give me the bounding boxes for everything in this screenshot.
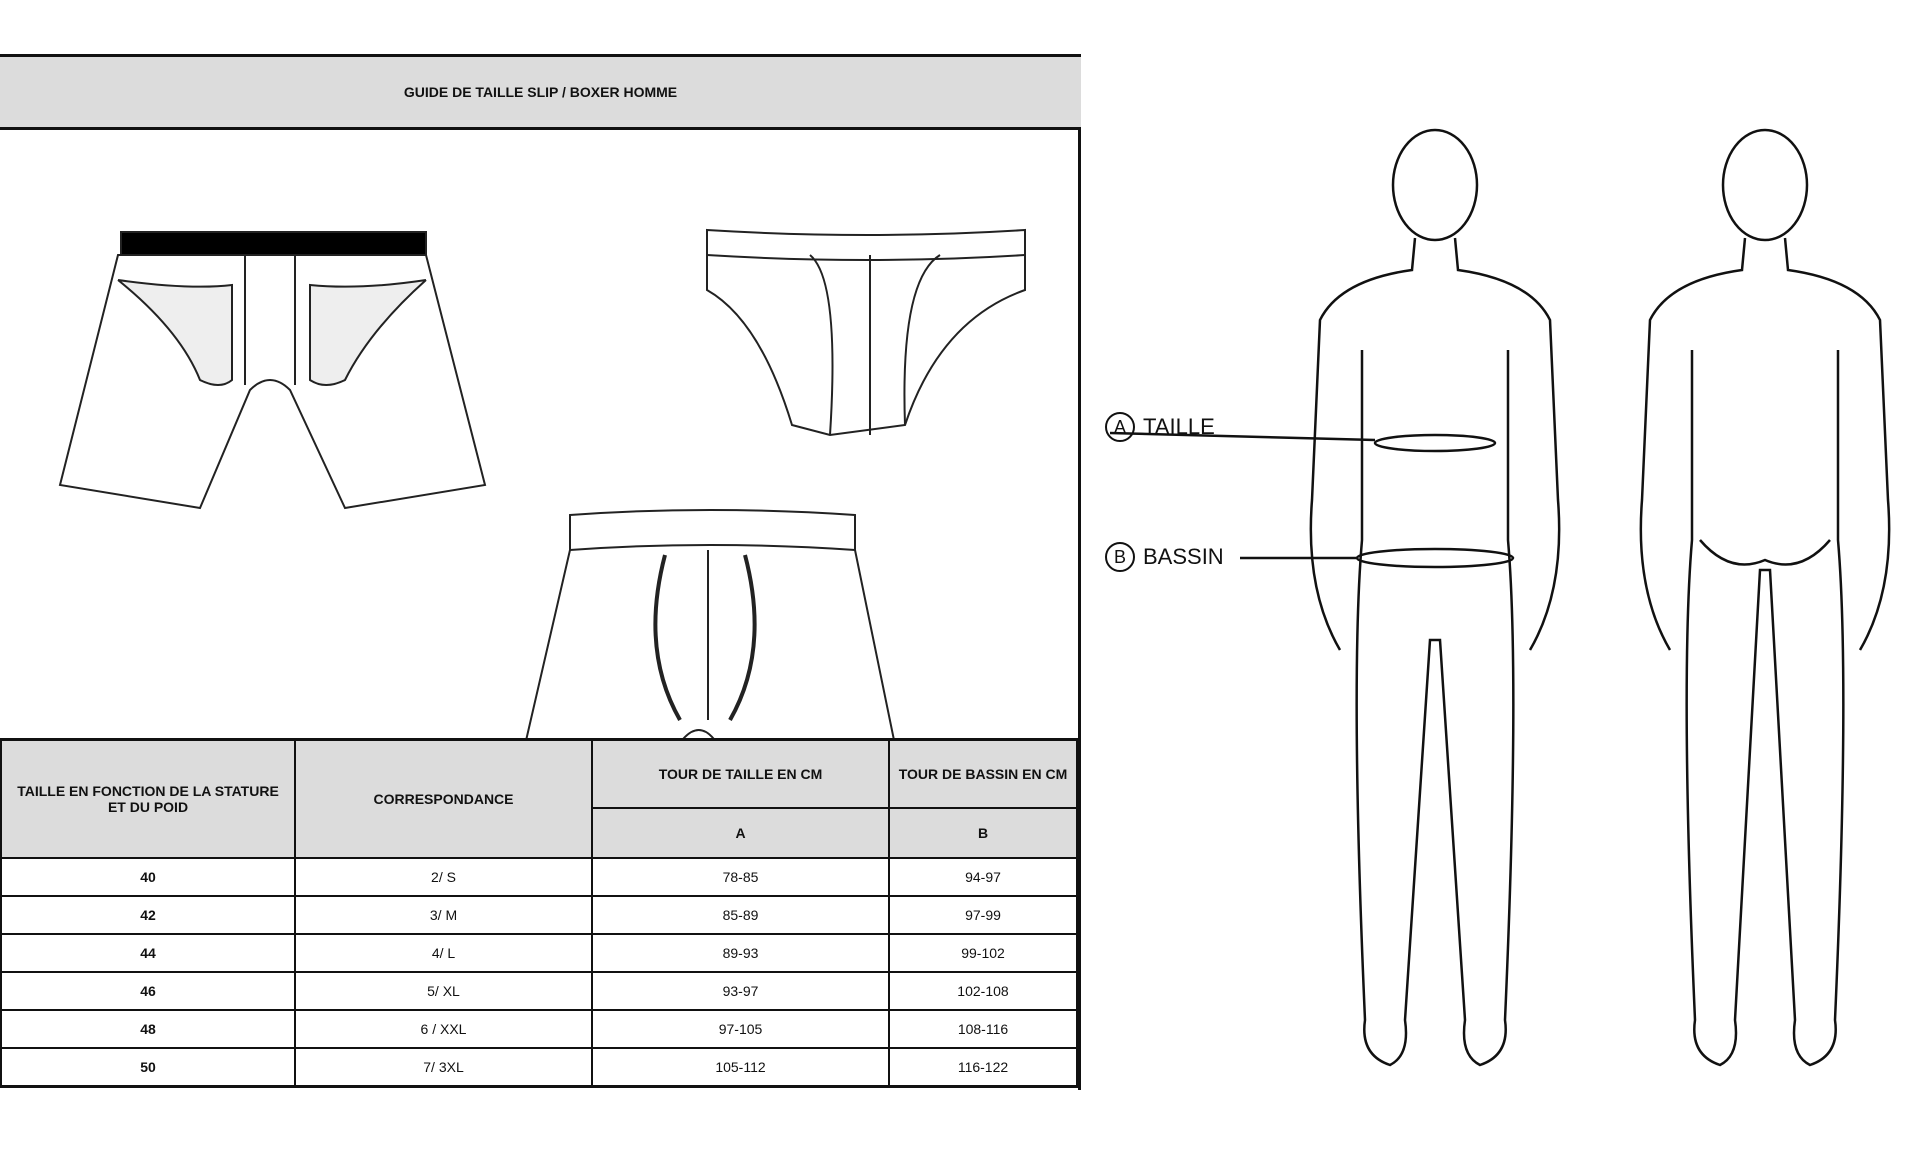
waist-key-badge: A [1105, 412, 1135, 442]
cell-size: 42 [0, 894, 296, 935]
cell-correspondance: 7/ 3XL [294, 1046, 593, 1087]
header-waist-key: A [591, 806, 890, 859]
cell-correspondance: 5/ XL [294, 970, 593, 1011]
header-hip-key: B [888, 806, 1078, 859]
header-size: TAILLE EN FONCTION DE LA STATURE ET DU P… [0, 738, 296, 859]
cell-waist: 93-97 [591, 970, 890, 1011]
brief-illustration [706, 228, 1026, 437]
cell-size: 50 [0, 1046, 296, 1087]
cell-hip: 94-97 [888, 856, 1078, 897]
boxer-illustration [523, 509, 897, 772]
cell-size: 48 [0, 1008, 296, 1049]
cell-correspondance: 2/ S [294, 856, 593, 897]
garment-drawings [0, 130, 1078, 772]
size-table: TAILLE EN FONCTION DE LA STATURE ET DU P… [0, 738, 1078, 1088]
header-hip: TOUR DE BASSIN EN CM [888, 738, 1078, 809]
cell-size: 44 [0, 932, 296, 973]
waist-label: A TAILLE [1105, 412, 1215, 442]
long-boxer-illustration [58, 231, 487, 510]
cell-hip: 99-102 [888, 932, 1078, 973]
hip-label: B BASSIN [1105, 542, 1224, 572]
cell-waist: 97-105 [591, 1008, 890, 1049]
cell-hip: 108-116 [888, 1008, 1078, 1049]
cell-waist: 89-93 [591, 932, 890, 973]
header-waist: TOUR DE TAILLE EN CM [591, 738, 890, 809]
size-guide: GUIDE DE TAILLE SLIP / BOXER HOMME [0, 54, 1081, 1090]
hip-key-badge: B [1105, 542, 1135, 572]
cell-correspondance: 6 / XXL [294, 1008, 593, 1049]
waist-label-text: TAILLE [1143, 414, 1215, 439]
cell-hip: 102-108 [888, 970, 1078, 1011]
cell-waist: 105-112 [591, 1046, 890, 1087]
hip-label-text: BASSIN [1143, 544, 1224, 569]
cell-size: 40 [0, 856, 296, 897]
guide-title: GUIDE DE TAILLE SLIP / BOXER HOMME [0, 54, 1081, 130]
back-body-illustration [1639, 128, 1891, 1067]
cell-waist: 78-85 [591, 856, 890, 897]
cell-correspondance: 3/ M [294, 894, 593, 935]
cell-waist: 85-89 [591, 894, 890, 935]
cell-hip: 116-122 [888, 1046, 1078, 1087]
front-body-illustration [1109, 128, 1561, 1067]
header-correspondance: CORRESPONDANCE [294, 738, 593, 859]
cell-size: 46 [0, 970, 296, 1011]
cell-correspondance: 4/ L [294, 932, 593, 973]
body-figures: A TAILLE B BASSIN [1100, 120, 1920, 1080]
cell-hip: 97-99 [888, 894, 1078, 935]
